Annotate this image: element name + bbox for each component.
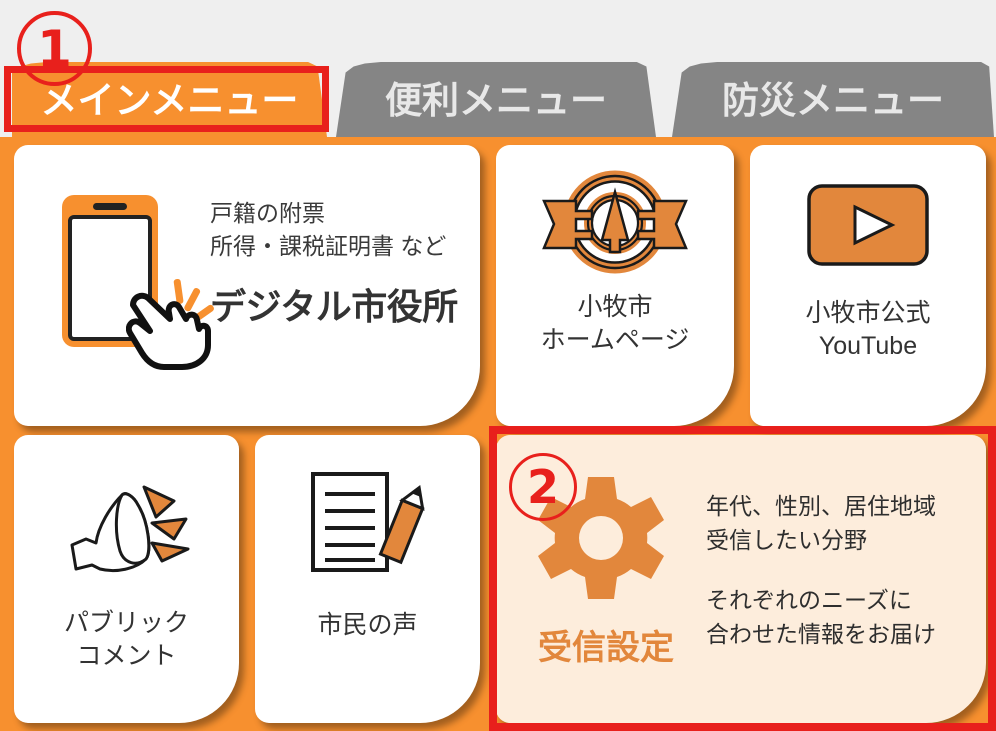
tab-main-menu[interactable]: メインメニュー <box>12 62 327 137</box>
digital-card-line1: 戸籍の附票 <box>210 200 325 226</box>
tab-benri-menu[interactable]: 便利メニュー <box>336 62 656 137</box>
document-pencil-icon <box>310 472 425 572</box>
digital-card-text: 戸籍の附票 所得・課税証明書 など デジタル市役所 <box>210 197 472 330</box>
digital-card-line2: 所得・課税証明書 など <box>210 232 447 259</box>
card-citizen-voice-label-line1: 市民の声 <box>317 611 418 639</box>
card-digital-city-hall[interactable]: 戸籍の附票 所得・課税証明書 など デジタル市役所 <box>14 145 480 426</box>
annotation-marker-two-label: 2 <box>526 460 559 514</box>
card-komaki-homepage-label-line1: 小牧市 <box>577 293 653 321</box>
youtube-play-icon <box>807 184 929 266</box>
tab-bousai-menu-label: 防災メニュー <box>722 79 944 121</box>
card-receive-settings-description: 年代、性別、居住地域 受信したい分野 それぞれのニーズに 合わせた情報をお届け <box>706 489 976 651</box>
card-citizen-voice[interactable]: 市民の声 <box>255 435 480 723</box>
settings-desc-line2: 受信したい分野 <box>706 527 867 554</box>
card-komaki-homepage-label: 小牧市 ホームページ <box>541 291 690 356</box>
settings-desc-line3: それぞれのニーズに <box>706 587 912 614</box>
annotation-marker-two: 2 <box>509 453 577 521</box>
card-receive-settings-label: 受信設定 <box>538 629 674 667</box>
card-komaki-youtube-label-line1: 小牧市公式 <box>805 299 931 327</box>
card-public-comment-label: パブリック コメント <box>64 607 189 672</box>
tap-sparkle-icon <box>173 278 214 322</box>
menu-grid: 戸籍の附票 所得・課税証明書 など デジタル市役所 <box>0 137 996 731</box>
card-citizen-voice-label: 市民の声 <box>317 609 417 642</box>
card-komaki-youtube-label-line2: YouTube <box>818 331 918 360</box>
settings-desc-line4: 合わせた情報をお届け <box>706 621 936 648</box>
card-komaki-youtube[interactable]: 小牧市公式 YouTube <box>750 145 986 426</box>
settings-desc-line1: 年代、性別、居住地域 <box>706 493 936 519</box>
card-komaki-youtube-label: 小牧市公式 YouTube <box>805 297 930 362</box>
pointing-hand-icon <box>126 278 214 370</box>
card-komaki-homepage[interactable]: 小牧市 ホームページ <box>496 145 734 426</box>
tab-bousai-menu[interactable]: 防災メニュー <box>672 62 994 137</box>
digital-card-title: デジタル市役所 <box>210 286 458 328</box>
tab-benri-menu-label: 便利メニュー <box>385 79 607 121</box>
card-public-comment-label-line2: コメント <box>76 641 177 670</box>
card-public-comment-label-line1: パブリック <box>63 609 189 637</box>
card-receive-settings[interactable]: 2 受信設定 年代、性別、居住地域 受信したい分野 それぞれのニーズに 合わせた… <box>496 435 986 723</box>
annotation-marker-one: 1 <box>17 11 92 86</box>
komaki-city-emblem-icon <box>542 170 688 274</box>
card-komaki-homepage-label-line2: ホームページ <box>540 325 690 354</box>
settings-desc-spacer <box>706 557 976 583</box>
megaphone-icon <box>70 485 189 573</box>
tab-strip: メインメニュー 便利メニュー 防災メニュー <box>0 0 996 137</box>
annotation-marker-one-label: 1 <box>37 19 72 78</box>
card-public-comment[interactable]: パブリック コメント <box>14 435 239 723</box>
tab-main-menu-label: メインメニュー <box>40 79 299 121</box>
